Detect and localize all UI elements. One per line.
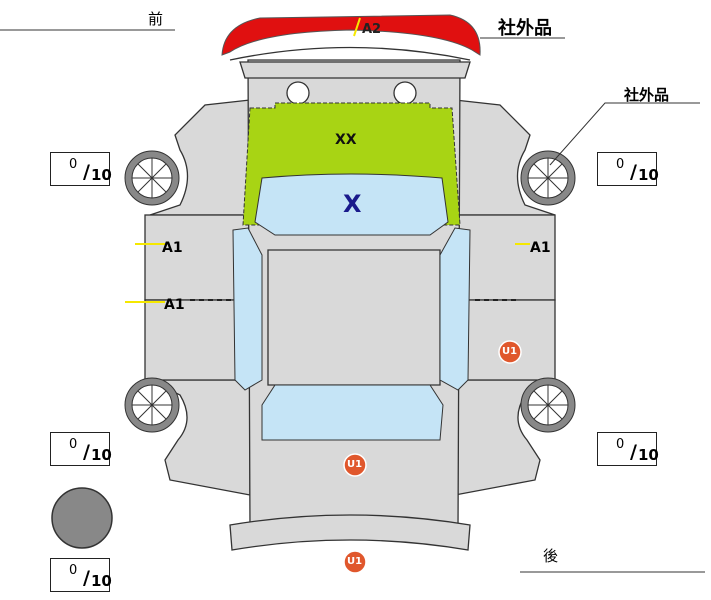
u1-marker-rear-bumper bbox=[343, 550, 367, 574]
right-rear-door bbox=[454, 299, 556, 381]
mark-trunk: U1 bbox=[347, 459, 363, 470]
tire-score-rear-right: 0/10 bbox=[597, 432, 659, 466]
mark-right-rear-door: U1 bbox=[502, 346, 518, 357]
left-rear-door bbox=[144, 299, 251, 381]
mark-hood: XX bbox=[335, 132, 357, 148]
front-label: 前 bbox=[148, 10, 164, 28]
left-front-fender bbox=[149, 99, 251, 216]
rear-label: 後 bbox=[543, 547, 559, 565]
right-front-fender bbox=[454, 99, 556, 216]
left-window bbox=[232, 227, 263, 391]
rear-window bbox=[261, 384, 444, 441]
right-window bbox=[439, 227, 471, 391]
left-front-door bbox=[144, 214, 251, 301]
windshield bbox=[254, 173, 449, 236]
mark-right-front-door: A1 bbox=[530, 240, 551, 256]
roof bbox=[267, 249, 441, 386]
aftermarket-top-label: 社外品 bbox=[498, 18, 552, 39]
mark-windshield: X bbox=[343, 190, 362, 218]
left-rear-fender bbox=[149, 379, 251, 496]
rear-bumper bbox=[229, 514, 471, 551]
mark-front-bumper: A2 bbox=[362, 22, 382, 37]
mark-left-rear-door: A1 bbox=[164, 297, 185, 313]
spare-tire bbox=[51, 487, 113, 549]
tire-score-front-left: 0/10 bbox=[50, 152, 112, 186]
u1-marker-right-rear-door bbox=[498, 340, 522, 364]
aftermarket-right-label: 社外品 bbox=[624, 86, 670, 104]
front-grille bbox=[239, 61, 471, 79]
aftermarket-right-leader bbox=[549, 102, 700, 166]
bumper-trim bbox=[229, 46, 471, 61]
tire-score-front-right: 0/10 bbox=[597, 152, 659, 186]
mark-rear-bumper: U1 bbox=[347, 556, 363, 567]
mark-left-front-door: A1 bbox=[162, 240, 183, 256]
tire-score-spare: 0/10 bbox=[50, 558, 112, 592]
right-headlight bbox=[393, 81, 417, 105]
wheels bbox=[124, 150, 576, 433]
tire-score-rear-left: 0/10 bbox=[50, 432, 112, 466]
u1-marker-trunk bbox=[343, 453, 367, 477]
left-headlight bbox=[286, 81, 310, 105]
front-bumper bbox=[221, 14, 481, 56]
a2-line bbox=[353, 17, 361, 37]
